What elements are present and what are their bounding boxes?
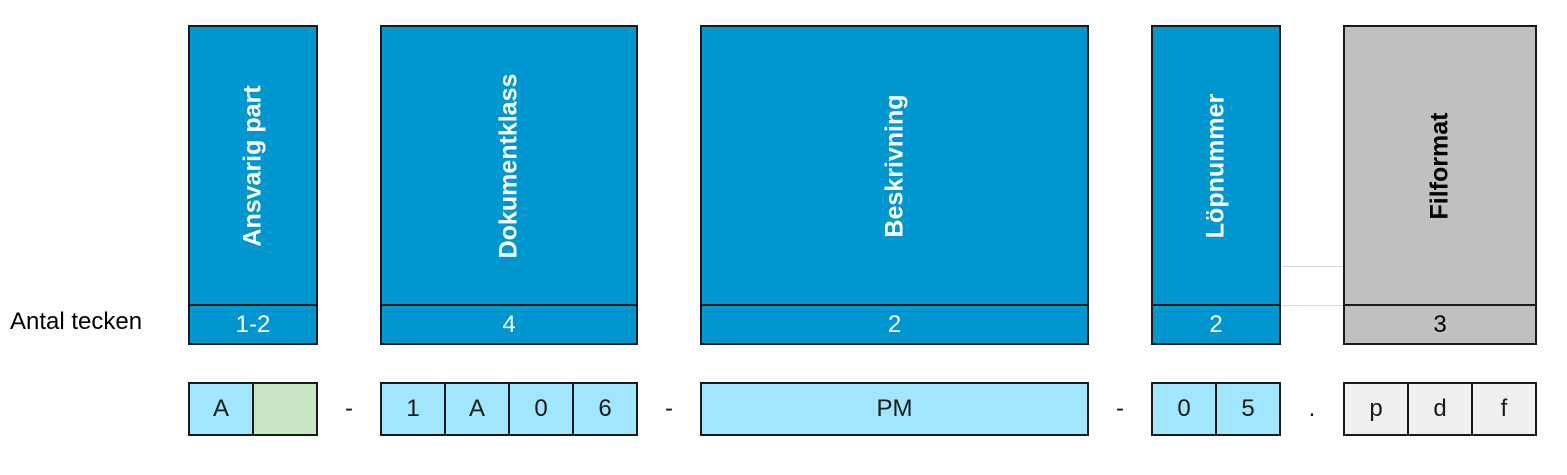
- segment-title: Ansvarig part: [238, 84, 267, 247]
- example-cell: PM: [700, 382, 1089, 436]
- connector-line: [1282, 266, 1344, 267]
- connector-line: [1282, 305, 1344, 306]
- segment-title: Dokumentklass: [494, 73, 523, 258]
- example-cell: d: [1407, 382, 1473, 436]
- segment-count-filformat: 3: [1343, 304, 1537, 345]
- segment-count-ansvarig-part: 1-2: [188, 304, 318, 345]
- example-cell: A: [444, 382, 510, 436]
- example-cell: p: [1343, 382, 1409, 436]
- example-cell-empty: [252, 382, 318, 436]
- segment-header-lopnummer: Löpnummer: [1151, 25, 1281, 306]
- segment-header-ansvarig-part: Ansvarig part: [188, 25, 318, 306]
- row-label-antal-tecken: Antal tecken: [10, 308, 143, 335]
- segment-title: Beskrivning: [880, 93, 908, 238]
- example-cell: 0: [508, 382, 574, 436]
- segment-header-dokumentklass: Dokumentklass: [380, 25, 638, 306]
- segment-count-lopnummer: 2: [1151, 304, 1281, 345]
- segment-title: Löpnummer: [1201, 93, 1230, 238]
- segment-title: Filformat: [1425, 112, 1454, 219]
- example-cell: A: [188, 382, 254, 436]
- segment-header-beskrivning: Beskrivning: [700, 25, 1089, 306]
- example-cell: 6: [572, 382, 638, 436]
- example-separator: -: [345, 395, 353, 422]
- example-separator: -: [665, 395, 673, 422]
- example-cell: 5: [1215, 382, 1281, 436]
- example-cell: f: [1471, 382, 1537, 436]
- segment-count-dokumentklass: 4: [380, 304, 638, 345]
- example-cell: 1: [380, 382, 446, 436]
- segment-count-beskrivning: 2: [700, 304, 1089, 345]
- example-separator: -: [1116, 395, 1124, 422]
- segment-header-filformat: Filformat: [1343, 25, 1537, 306]
- example-cell: 0: [1151, 382, 1217, 436]
- example-separator: .: [1308, 395, 1316, 422]
